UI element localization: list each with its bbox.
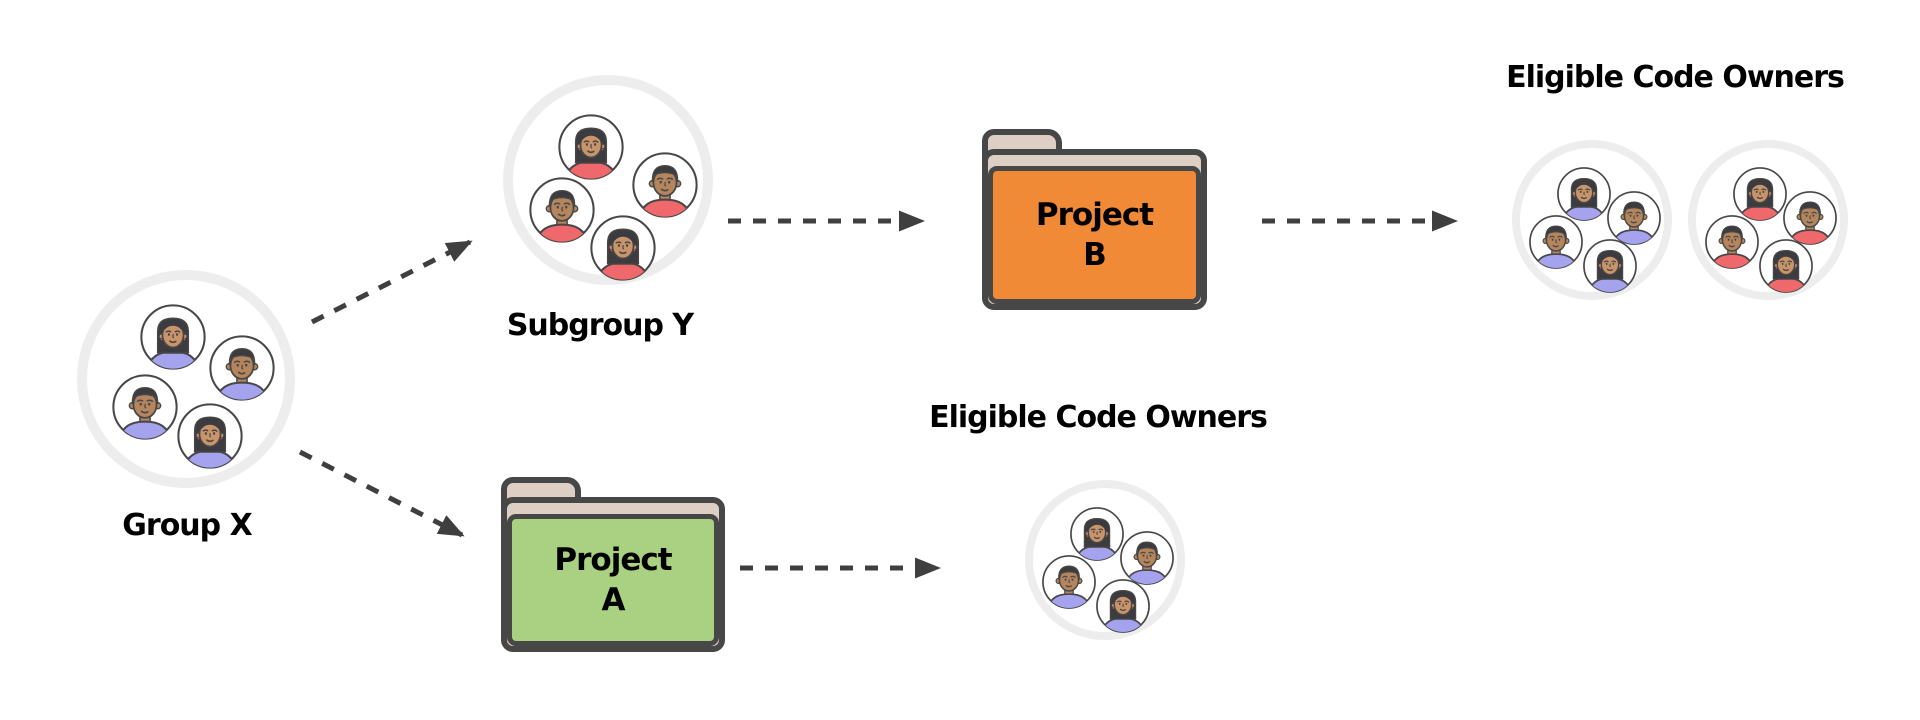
project-b-folder: Project B — [982, 129, 1207, 310]
project-b-label: Project B — [1035, 195, 1154, 276]
woman-avatar-icon — [1758, 238, 1814, 294]
group-x-label: Group X — [122, 508, 252, 543]
eligible-top-label: Eligible Code Owners — [1506, 60, 1845, 95]
man-avatar-icon — [1528, 214, 1584, 270]
folder-front: Project A — [507, 514, 719, 646]
eligible-top-cluster-red — [1688, 140, 1848, 300]
project-a-folder: Project A — [501, 477, 725, 652]
man-avatar-icon — [111, 373, 179, 441]
man-avatar-icon — [528, 176, 596, 244]
woman-avatar-icon — [1582, 238, 1638, 294]
project-a-letter: A — [601, 582, 626, 618]
man-avatar-icon — [208, 334, 276, 402]
woman-avatar-icon — [1095, 578, 1151, 634]
eligible-mid-label: Eligible Code Owners — [929, 400, 1268, 435]
man-avatar-icon — [631, 151, 699, 219]
woman-avatar-icon — [557, 113, 625, 181]
project-b-title: Project — [1035, 196, 1154, 233]
folder-front: Project B — [988, 166, 1201, 304]
woman-avatar-icon — [176, 402, 244, 470]
eligible-top-cluster-purple — [1512, 140, 1672, 300]
project-b-letter: B — [1083, 237, 1107, 273]
subgroup-y-label: Subgroup Y — [506, 308, 694, 343]
woman-avatar-icon — [139, 303, 207, 371]
man-avatar-icon — [1704, 214, 1760, 270]
edge-groupx-subgroupy — [310, 239, 473, 325]
woman-avatar-icon — [589, 214, 657, 282]
eligible-mid-cluster-purple — [1025, 480, 1185, 640]
man-avatar-icon — [1041, 554, 1097, 610]
subgroup-y-cluster — [503, 75, 713, 285]
project-a-title: Project — [554, 541, 672, 578]
project-a-label: Project A — [554, 540, 672, 621]
group-x-cluster — [77, 270, 295, 488]
